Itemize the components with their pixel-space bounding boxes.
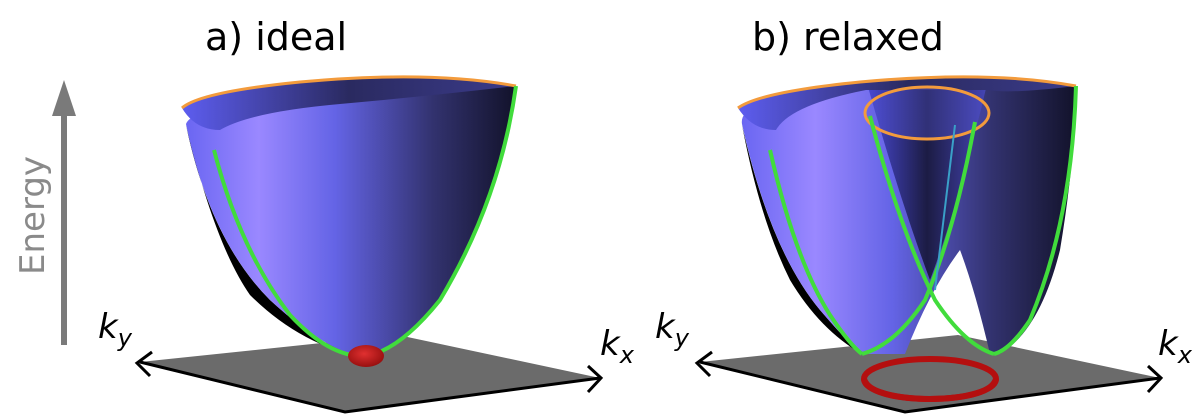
band-minimum-point	[348, 345, 384, 367]
energy-surface	[186, 84, 516, 356]
bowl-rim	[181, 75, 517, 110]
bowl-rim	[737, 75, 1077, 110]
inner-cone-surface	[866, 80, 988, 280]
panel-relaxed: b) relaxed ky kx	[655, 15, 1193, 414]
bowl-shadow	[186, 125, 365, 358]
panel-title: b) relaxed	[752, 15, 944, 59]
ky-label: ky	[655, 307, 690, 352]
bowl-inner-lip	[182, 76, 516, 130]
dispersion-edge-cone-right	[861, 121, 977, 356]
kx-label: kx	[1158, 324, 1193, 369]
energy-axis: Energy	[13, 80, 76, 345]
kx-arrow-head-icon	[1146, 364, 1164, 394]
energy-label: Energy	[13, 156, 53, 275]
ky-arrow-head-icon	[694, 350, 713, 378]
kx-label: kx	[600, 324, 635, 369]
cone-rim	[863, 85, 991, 141]
band-minimum-ring-front	[861, 377, 999, 403]
cone-back-line	[934, 124, 956, 291]
panel-title: a) ideal	[205, 15, 347, 59]
panel-ideal: a) ideal ky kx	[98, 15, 635, 414]
kx-axis-line	[139, 360, 601, 414]
dispersion-edge-outer-right	[993, 85, 1078, 356]
ky-label: ky	[98, 307, 133, 352]
dispersion-edge-outer-left	[768, 149, 864, 356]
bowl-inner-lip	[738, 76, 1076, 130]
ky-arrow-head-icon	[134, 350, 153, 378]
kx-axis-line	[699, 360, 1161, 414]
kx-arrow-head-icon	[586, 364, 604, 394]
energy-arrow-head-icon	[52, 80, 76, 116]
